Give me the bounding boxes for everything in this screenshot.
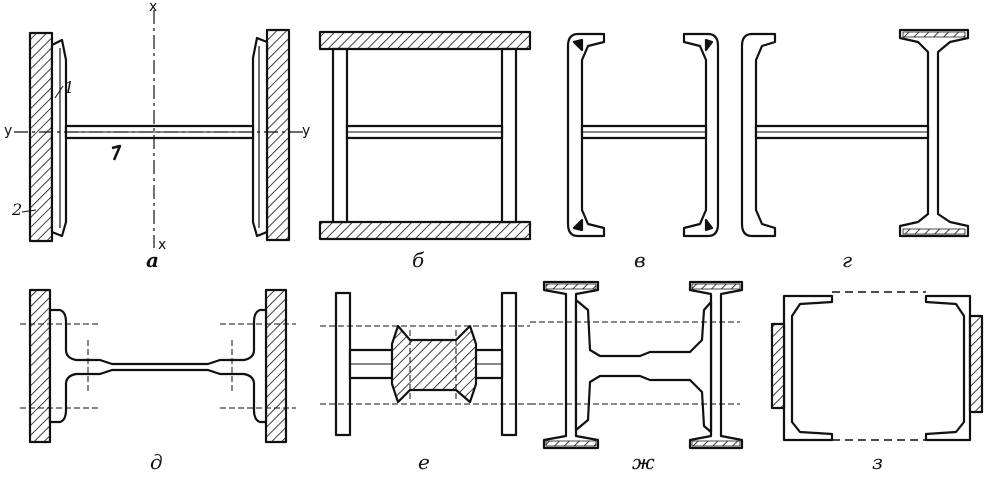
section-z: [770, 291, 984, 442]
ibeam-g: [898, 28, 970, 238]
axis-y-right-label: y: [302, 123, 311, 139]
weld-mark: [111, 144, 122, 161]
axis-x-bottom-label: x: [158, 237, 167, 253]
leader-2: [21, 209, 37, 213]
callout-2: 2: [12, 200, 23, 219]
section-b: [318, 30, 532, 241]
leader-1: [54, 85, 64, 99]
panel-label-b: б: [412, 248, 425, 272]
flange-left: [50, 38, 68, 238]
plate-left: [28, 31, 54, 243]
plate-bottom: [318, 220, 532, 241]
section-v: [566, 32, 720, 238]
panel-label-e: е: [418, 450, 430, 474]
panel-label-zh: ж: [632, 450, 655, 474]
section-d: [20, 288, 296, 444]
plate-top: [318, 30, 532, 51]
channel-right: [682, 32, 720, 238]
panel-label-d: д: [150, 450, 163, 474]
panel-label-v: в: [634, 248, 646, 272]
section-g: [740, 28, 970, 238]
section-a: [14, 10, 304, 248]
plate-right: [265, 28, 291, 242]
axis-y-left-label: y: [4, 123, 13, 139]
panel-label-g: г: [842, 248, 853, 272]
channel-g: [740, 32, 777, 238]
flange-right: [251, 36, 269, 238]
panel-label-a: а: [146, 248, 159, 272]
section-e: [320, 291, 530, 437]
axis-x-top-label: x: [149, 0, 158, 15]
section-zh: [530, 280, 744, 450]
callout-1: 1: [64, 78, 75, 97]
channel-left: [566, 32, 606, 238]
panel-label-z: з: [872, 450, 883, 474]
